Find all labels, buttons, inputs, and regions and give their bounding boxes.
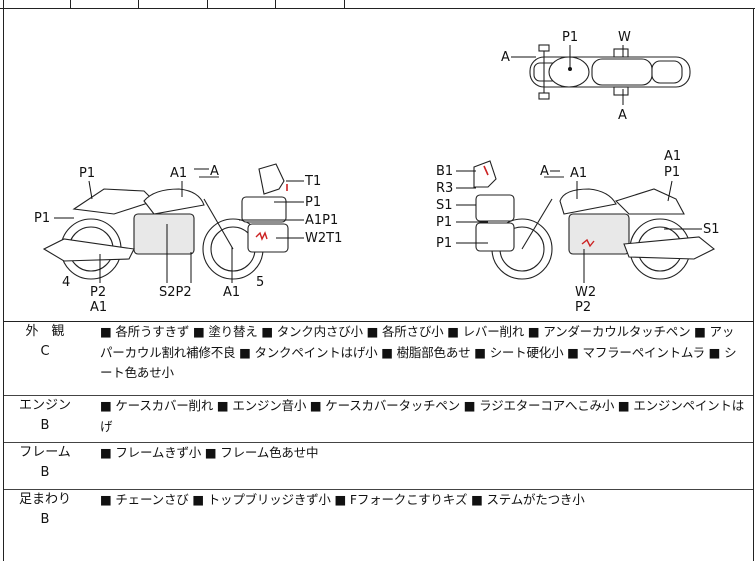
note-category: 外 観 C	[4, 322, 86, 362]
top-p1: P1	[562, 30, 578, 45]
right-side-motorcycle	[491, 176, 716, 280]
left-tank	[143, 188, 205, 215]
right-muffler	[623, 236, 716, 260]
grade-label: B	[40, 465, 50, 480]
top-a-left: A	[501, 50, 510, 65]
right-p1-top: P1	[664, 165, 680, 180]
table-divider	[70, 0, 71, 8]
note-row-frame: フレーム B ■ フレームきず小 ■ フレーム色あせ中	[4, 443, 753, 490]
note-text: ■ チェーンさび ■ トップブリッジきず小 ■ Fフォークこすりキズ ■ ステム…	[100, 492, 585, 507]
note-text: ■ フレームきず小 ■ フレーム色あせ中	[100, 445, 319, 460]
left-muffler	[42, 238, 135, 262]
lower-cowl-part	[475, 222, 515, 252]
left-seat	[72, 188, 156, 215]
side-cowl-part	[475, 194, 515, 222]
right-r3: R3	[436, 181, 453, 196]
note-category: 足まわり B	[4, 490, 86, 530]
left-a1-low: A1	[90, 300, 107, 315]
left-p1-front: P1	[34, 211, 50, 226]
table-divider	[138, 0, 139, 8]
top-view-mirror-right	[538, 92, 550, 100]
table-divider	[3, 0, 4, 8]
left-a1p1: A1P1	[305, 213, 338, 228]
right-s1-left: S1	[436, 198, 453, 213]
table-divider	[275, 0, 276, 8]
right-fork	[521, 198, 553, 250]
damage-point	[568, 67, 572, 71]
damage-diagram: A P1 W A	[3, 9, 754, 322]
right-a1-top: A1	[664, 149, 681, 164]
grade-label: B	[40, 512, 50, 527]
right-p2: P2	[575, 300, 591, 315]
note-row-suspension: 足まわり B ■ チェーンさび ■ トップブリッジきず小 ■ Fフォークこすりキ…	[4, 490, 753, 560]
upper-cowl-part	[258, 163, 285, 195]
right-p1-a: P1	[436, 215, 452, 230]
left-cowl-part	[241, 163, 289, 253]
note-category: フレーム B	[4, 443, 86, 483]
top-view-footpeg-top	[613, 48, 629, 58]
left-w2t1: W2T1	[305, 231, 342, 246]
category-label: 足まわり	[18, 492, 71, 507]
left-num-4: 4	[62, 275, 70, 290]
right-s1-right: S1	[703, 222, 720, 237]
right-a1-tank: A1	[570, 166, 587, 181]
left-a1-tank: A1	[170, 166, 187, 181]
left-s2p2: S2P2	[159, 285, 192, 300]
damage-mark-red	[581, 238, 595, 248]
right-engine	[568, 213, 630, 255]
left-engine	[133, 213, 195, 255]
left-num-5: 5	[256, 275, 264, 290]
table-top-row	[0, 0, 755, 9]
right-a-mirror: A	[540, 164, 549, 179]
note-text: ■ 各所うすきず ■ 塗り替え ■ タンク内さび小 ■ 各所さび小 ■ レバー削…	[100, 324, 737, 380]
top-a-bottom: A	[618, 108, 627, 123]
left-p1-cowl: P1	[305, 195, 321, 210]
note-category: エンジン B	[4, 396, 86, 436]
side-cowl-part	[241, 196, 287, 223]
right-p1-b: P1	[436, 236, 452, 251]
table-divider	[207, 0, 208, 8]
damage-mark-red	[483, 165, 489, 176]
left-side-motorcycle	[42, 176, 264, 280]
top-view-tank	[548, 56, 590, 88]
category-label: 外 観	[25, 324, 65, 339]
top-view-footpeg-bottom	[613, 86, 629, 96]
right-w2: W2	[575, 285, 596, 300]
right-b1: B1	[436, 164, 453, 179]
left-p2: P2	[90, 285, 106, 300]
condition-notes-table: 外 観 C ■ 各所うすきず ■ 塗り替え ■ タンク内さび小 ■ 各所さび小 …	[3, 322, 754, 561]
top-view-motorcycle	[529, 44, 691, 100]
right-seat	[614, 188, 685, 215]
grade-label: B	[40, 418, 50, 433]
category-label: エンジン	[18, 398, 71, 413]
note-row-engine: エンジン B ■ ケースカバー削れ ■ エンジン音小 ■ ケースカバータッチペン…	[4, 396, 753, 443]
upper-cowl-part	[473, 160, 497, 188]
left-p1-tank: P1	[79, 166, 95, 181]
left-fork	[203, 198, 234, 250]
note-text: ■ ケースカバー削れ ■ エンジン音小 ■ ケースカバータッチペン ■ ラジエタ…	[100, 398, 745, 434]
top-view-tail	[651, 60, 683, 84]
damage-mark-red	[255, 231, 268, 241]
grade-label: C	[40, 344, 50, 359]
left-a1-engine: A1	[223, 285, 240, 300]
damage-diagram-svg: A P1 W A	[34, 30, 720, 315]
left-t1: T1	[304, 174, 321, 189]
right-tank	[559, 188, 617, 215]
top-w: W	[618, 30, 631, 45]
leader-line	[667, 180, 673, 202]
table-divider	[344, 0, 345, 8]
top-view-seat	[591, 58, 653, 86]
left-a-mirror: A	[210, 164, 219, 179]
right-cowl-part	[473, 160, 515, 252]
leader-line	[88, 180, 93, 200]
category-label: フレーム	[19, 445, 71, 460]
top-view-mirror-left	[538, 44, 550, 52]
note-row-exterior: 外 観 C ■ 各所うすきず ■ 塗り替え ■ タンク内さび小 ■ 各所さび小 …	[4, 322, 753, 396]
